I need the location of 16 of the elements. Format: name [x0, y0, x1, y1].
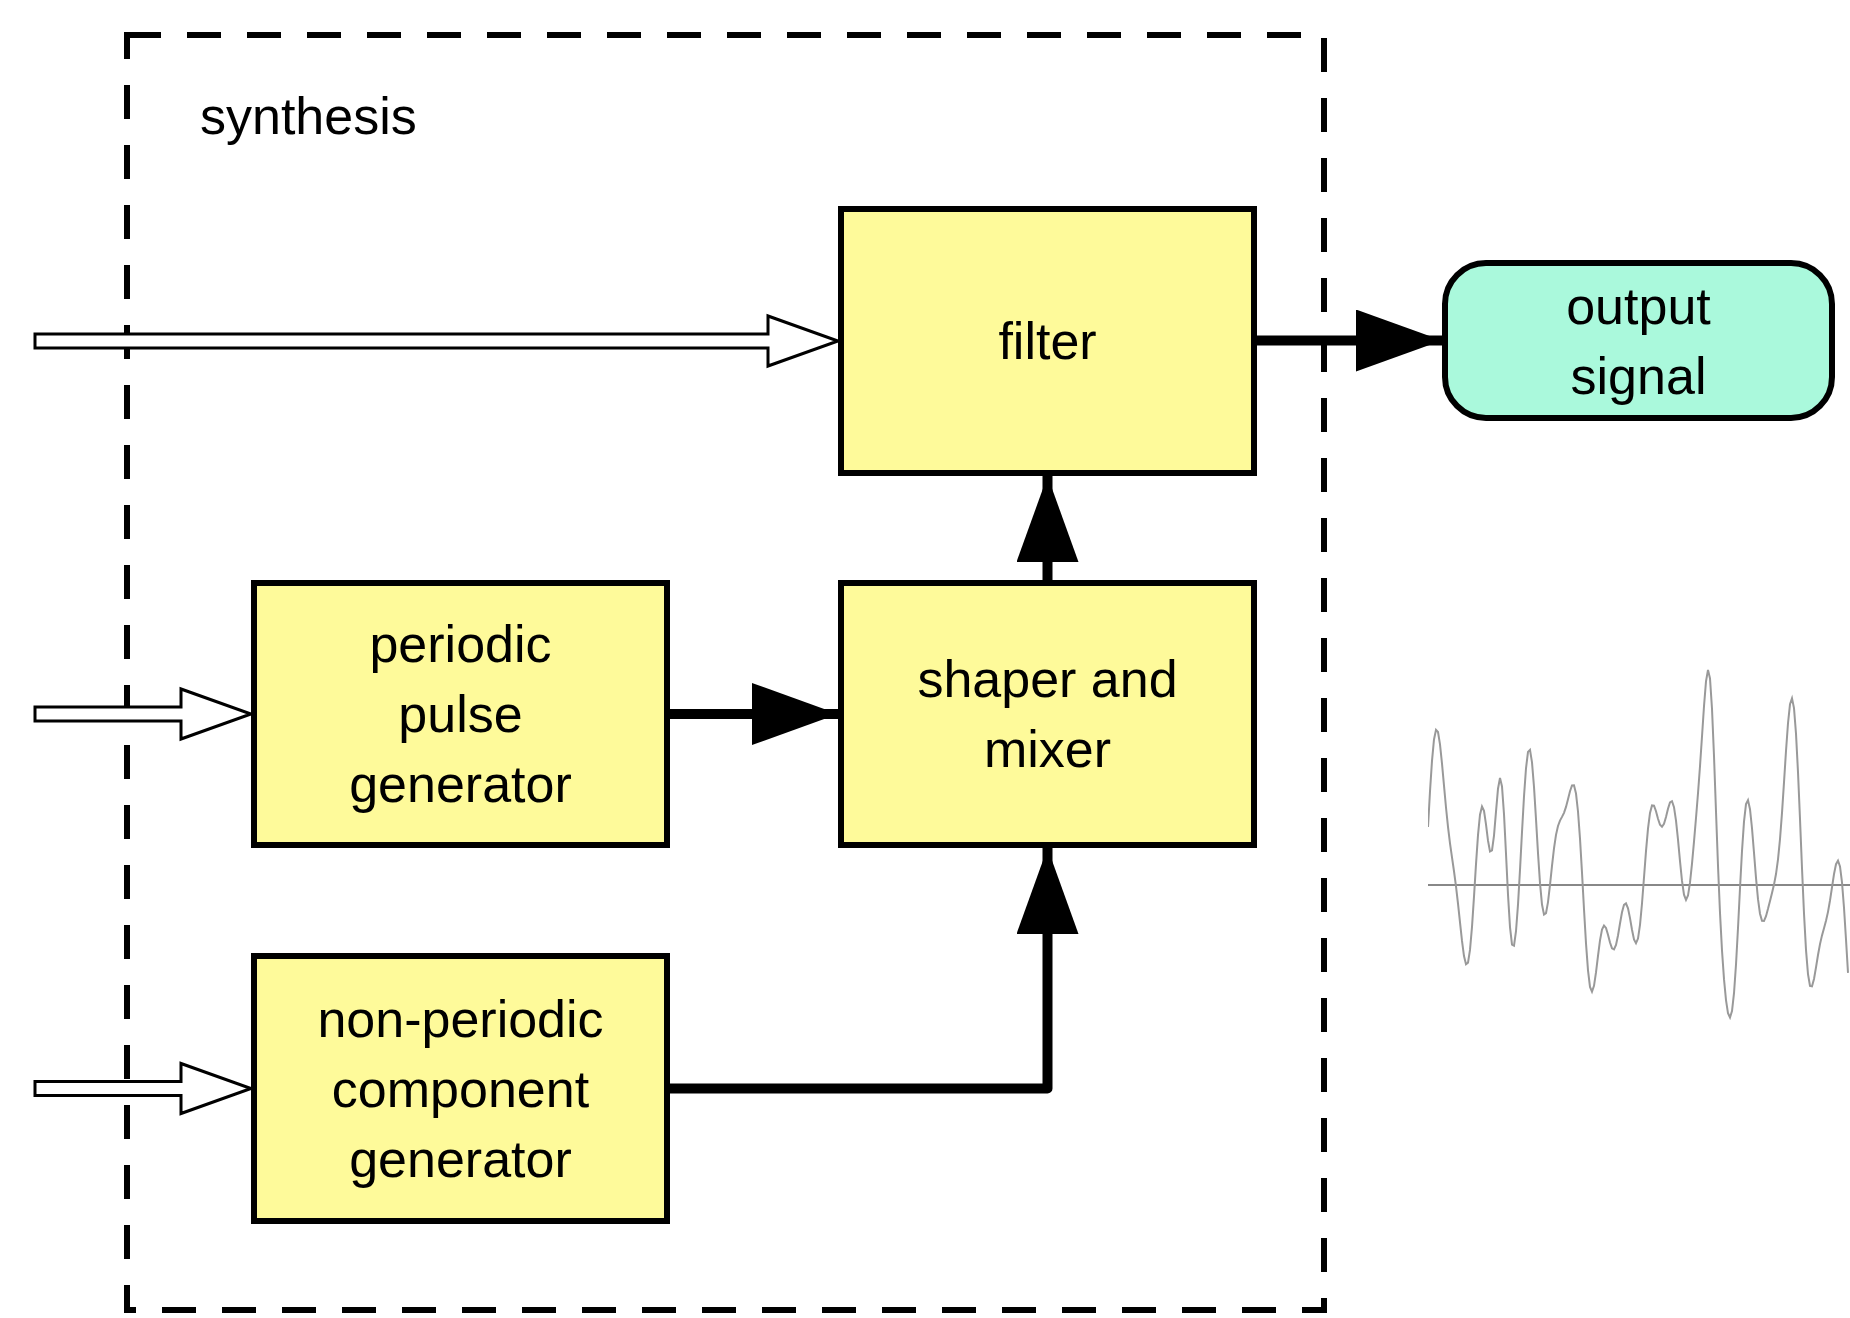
box-label: non-periodic component generator	[316, 988, 605, 1190]
box-label: periodic pulse generator	[348, 614, 573, 815]
arrow	[1257, 309, 1442, 372]
process-box	[251, 580, 670, 848]
group-title: synthesis	[200, 86, 417, 147]
arrow	[670, 683, 838, 745]
box-label: filter	[998, 311, 1097, 372]
process-box	[251, 953, 670, 1224]
box-label: output signal	[1565, 275, 1712, 407]
dashed-group-frame	[124, 32, 1327, 1313]
process-box	[838, 580, 1257, 848]
box-label: shaper and mixer	[916, 649, 1179, 780]
terminal-box	[1442, 260, 1835, 421]
process-box	[838, 206, 1257, 476]
arrow	[1016, 476, 1079, 580]
arrow	[670, 848, 1079, 1094]
